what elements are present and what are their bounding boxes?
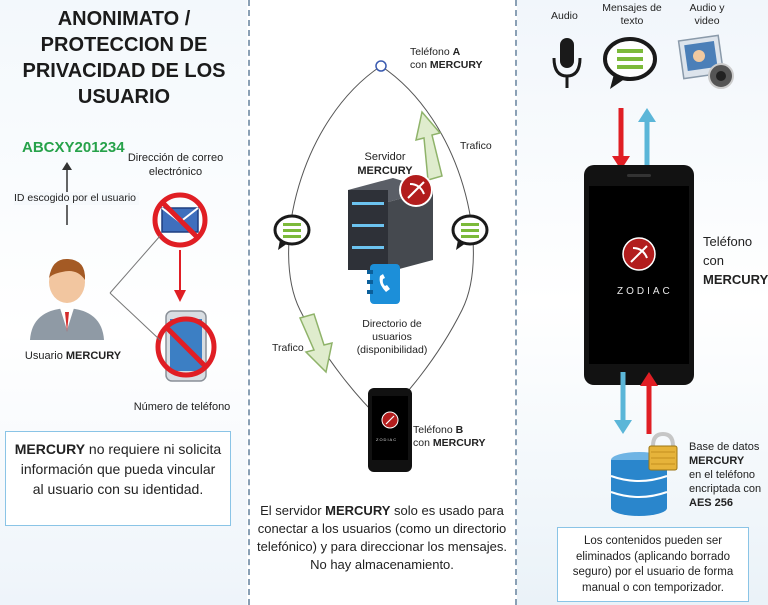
- microphone-icon: [552, 38, 582, 88]
- database-label-brand: MERCURY: [689, 455, 745, 467]
- phone-b-con: con: [413, 437, 433, 449]
- text-message-icon: [603, 37, 657, 89]
- device-panel: Audio Mensajes de texto Audio y video: [517, 0, 768, 605]
- encrypted-database-icon: [610, 431, 678, 516]
- server-note: El servidor MERCURY solo es usado para c…: [256, 502, 508, 574]
- phone-a-label: Teléfono A con MERCURY: [410, 46, 490, 72]
- id-caption: ID escogido por el usuario: [14, 192, 139, 205]
- phone-b-icon: [368, 388, 412, 472]
- red-down-arrow: [174, 250, 186, 302]
- top-sync-arrows: [612, 108, 656, 170]
- chat-bubble-icon-right: [451, 214, 489, 250]
- privacy-note-box: MERCURY no requiere ni solicita informac…: [5, 431, 231, 526]
- phone-label-brand: MERCURY: [703, 272, 768, 287]
- phone-device-icon: [584, 165, 694, 385]
- user-label: Usuario MERCURY: [12, 349, 134, 363]
- phone-label: Número de teléfono: [133, 401, 231, 413]
- privacy-note-text: no requiere ni solicita información que …: [20, 441, 222, 497]
- phone-a-con: con: [410, 59, 430, 71]
- av-label: Audio y video: [689, 2, 725, 27]
- email-label: Dirección de correo electrónico: [127, 152, 224, 178]
- blocked-phone-icon: [155, 310, 217, 382]
- blocked-email-icon: [152, 192, 208, 248]
- database-label-l1: Base de datos: [689, 441, 760, 453]
- phone-screen-brand: ZODIAC: [617, 286, 673, 297]
- phone-label-l2: con: [703, 253, 724, 268]
- server-label-brand: MERCURY: [357, 165, 413, 177]
- server-note-pre: El servidor: [260, 503, 326, 518]
- phone-b-prefix: Teléfono: [413, 424, 456, 436]
- phone-b-letter: B: [455, 424, 464, 436]
- user-id-value: ABCXY201234: [22, 139, 125, 156]
- privacy-panel: ANONIMATO / PROTECCION DE PRIVACIDAD DE …: [0, 0, 247, 605]
- phone-a-brand: MERCURY: [429, 59, 483, 71]
- server-label: Servidor MERCURY: [350, 150, 420, 178]
- phone-b-screen-brand: ZODIAC: [376, 437, 398, 442]
- server-note-brand: MERCURY: [325, 503, 391, 518]
- database-label-l2: en el teléfono encriptada con: [689, 469, 762, 495]
- deletion-note-box: Los contenidos pueden ser eliminados (ap…: [557, 527, 749, 602]
- panel-title: ANONIMATO / PROTECCION DE PRIVACIDAD DE …: [22, 8, 226, 108]
- user-label-brand: MERCURY: [65, 350, 122, 362]
- phone-a-letter: A: [452, 46, 461, 58]
- privacy-note-brand: MERCURY: [14, 441, 86, 457]
- traffic-loop: [288, 60, 474, 421]
- phone-b-brand: MERCURY: [432, 437, 486, 449]
- address-book-icon: [367, 264, 400, 304]
- phone-b-label: Teléfono B con MERCURY: [413, 424, 493, 450]
- user-label-prefix: Usuario: [24, 350, 66, 362]
- phone-a-prefix: Teléfono: [410, 46, 453, 58]
- server-panel: Teléfono A con MERCURY Trafico Trafico S…: [250, 0, 513, 605]
- server-icon: [348, 173, 433, 272]
- phone-label-l1: Teléfono: [703, 234, 753, 249]
- connector-lines: [109, 235, 161, 341]
- directory-label: Directorio de usuarios (disponibilidad): [356, 318, 428, 356]
- database-label-aes: AES 256: [689, 497, 734, 509]
- traffic-top-label: Trafico: [460, 140, 492, 152]
- chat-bubble-icon-left: [273, 214, 311, 250]
- bottom-sync-arrows: [614, 372, 658, 434]
- divider-1: [248, 0, 250, 605]
- database-label: Base de datos MERCURY en el teléfono enc…: [689, 440, 767, 510]
- traffic-bottom-label: Trafico: [272, 342, 304, 354]
- video-call-icon: [677, 34, 734, 89]
- server-label-text: Servidor: [364, 151, 406, 163]
- audio-label: Audio: [551, 10, 578, 22]
- texts-label: Mensajes de texto: [602, 2, 662, 27]
- phone-label: Teléfono con MERCURY: [703, 232, 768, 289]
- user-avatar-icon: [30, 258, 104, 340]
- deletion-note-text: Los contenidos pueden ser eliminados (ap…: [572, 535, 734, 594]
- divider-2: [515, 0, 517, 605]
- server-note-text: solo es usado para conectar a los usuari…: [256, 503, 507, 572]
